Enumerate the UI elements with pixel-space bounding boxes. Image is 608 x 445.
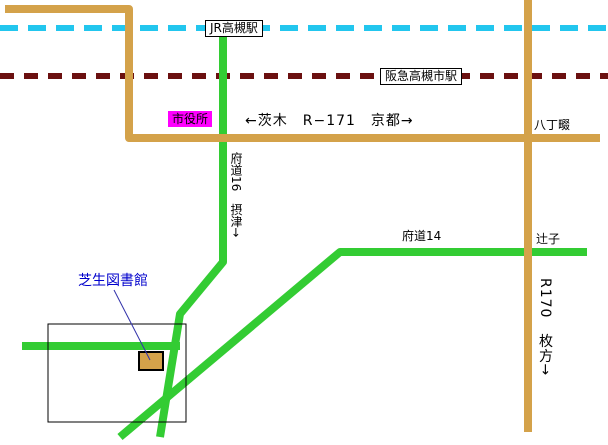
route-171 (5, 5, 600, 142)
library-marker[interactable] (138, 351, 164, 371)
tsujiko-label: 辻子 (536, 232, 561, 246)
city-hall-label[interactable]: 市役所 (168, 111, 213, 127)
jr-station-label[interactable]: JR高槻駅 (205, 20, 263, 37)
hankyu-station-label[interactable]: 阪急高槻市駅 (380, 68, 463, 85)
route-170-label: R170 枚方→ (537, 278, 553, 377)
pref-road-16 (156, 30, 227, 438)
pref-road-14 (117, 248, 587, 441)
hatchoudawa-label: 八丁畷 (534, 118, 571, 132)
route-171-label: ←茨木 R−171 京都→ (245, 113, 414, 129)
pref-road-16-label: 府道16 摂津→ (229, 152, 243, 238)
library-label[interactable]: 芝生図書館 (78, 273, 148, 289)
library-pointer (113, 289, 151, 361)
library-area-frame (47, 323, 187, 423)
pref-road-14-label: 府道14 (402, 229, 442, 243)
